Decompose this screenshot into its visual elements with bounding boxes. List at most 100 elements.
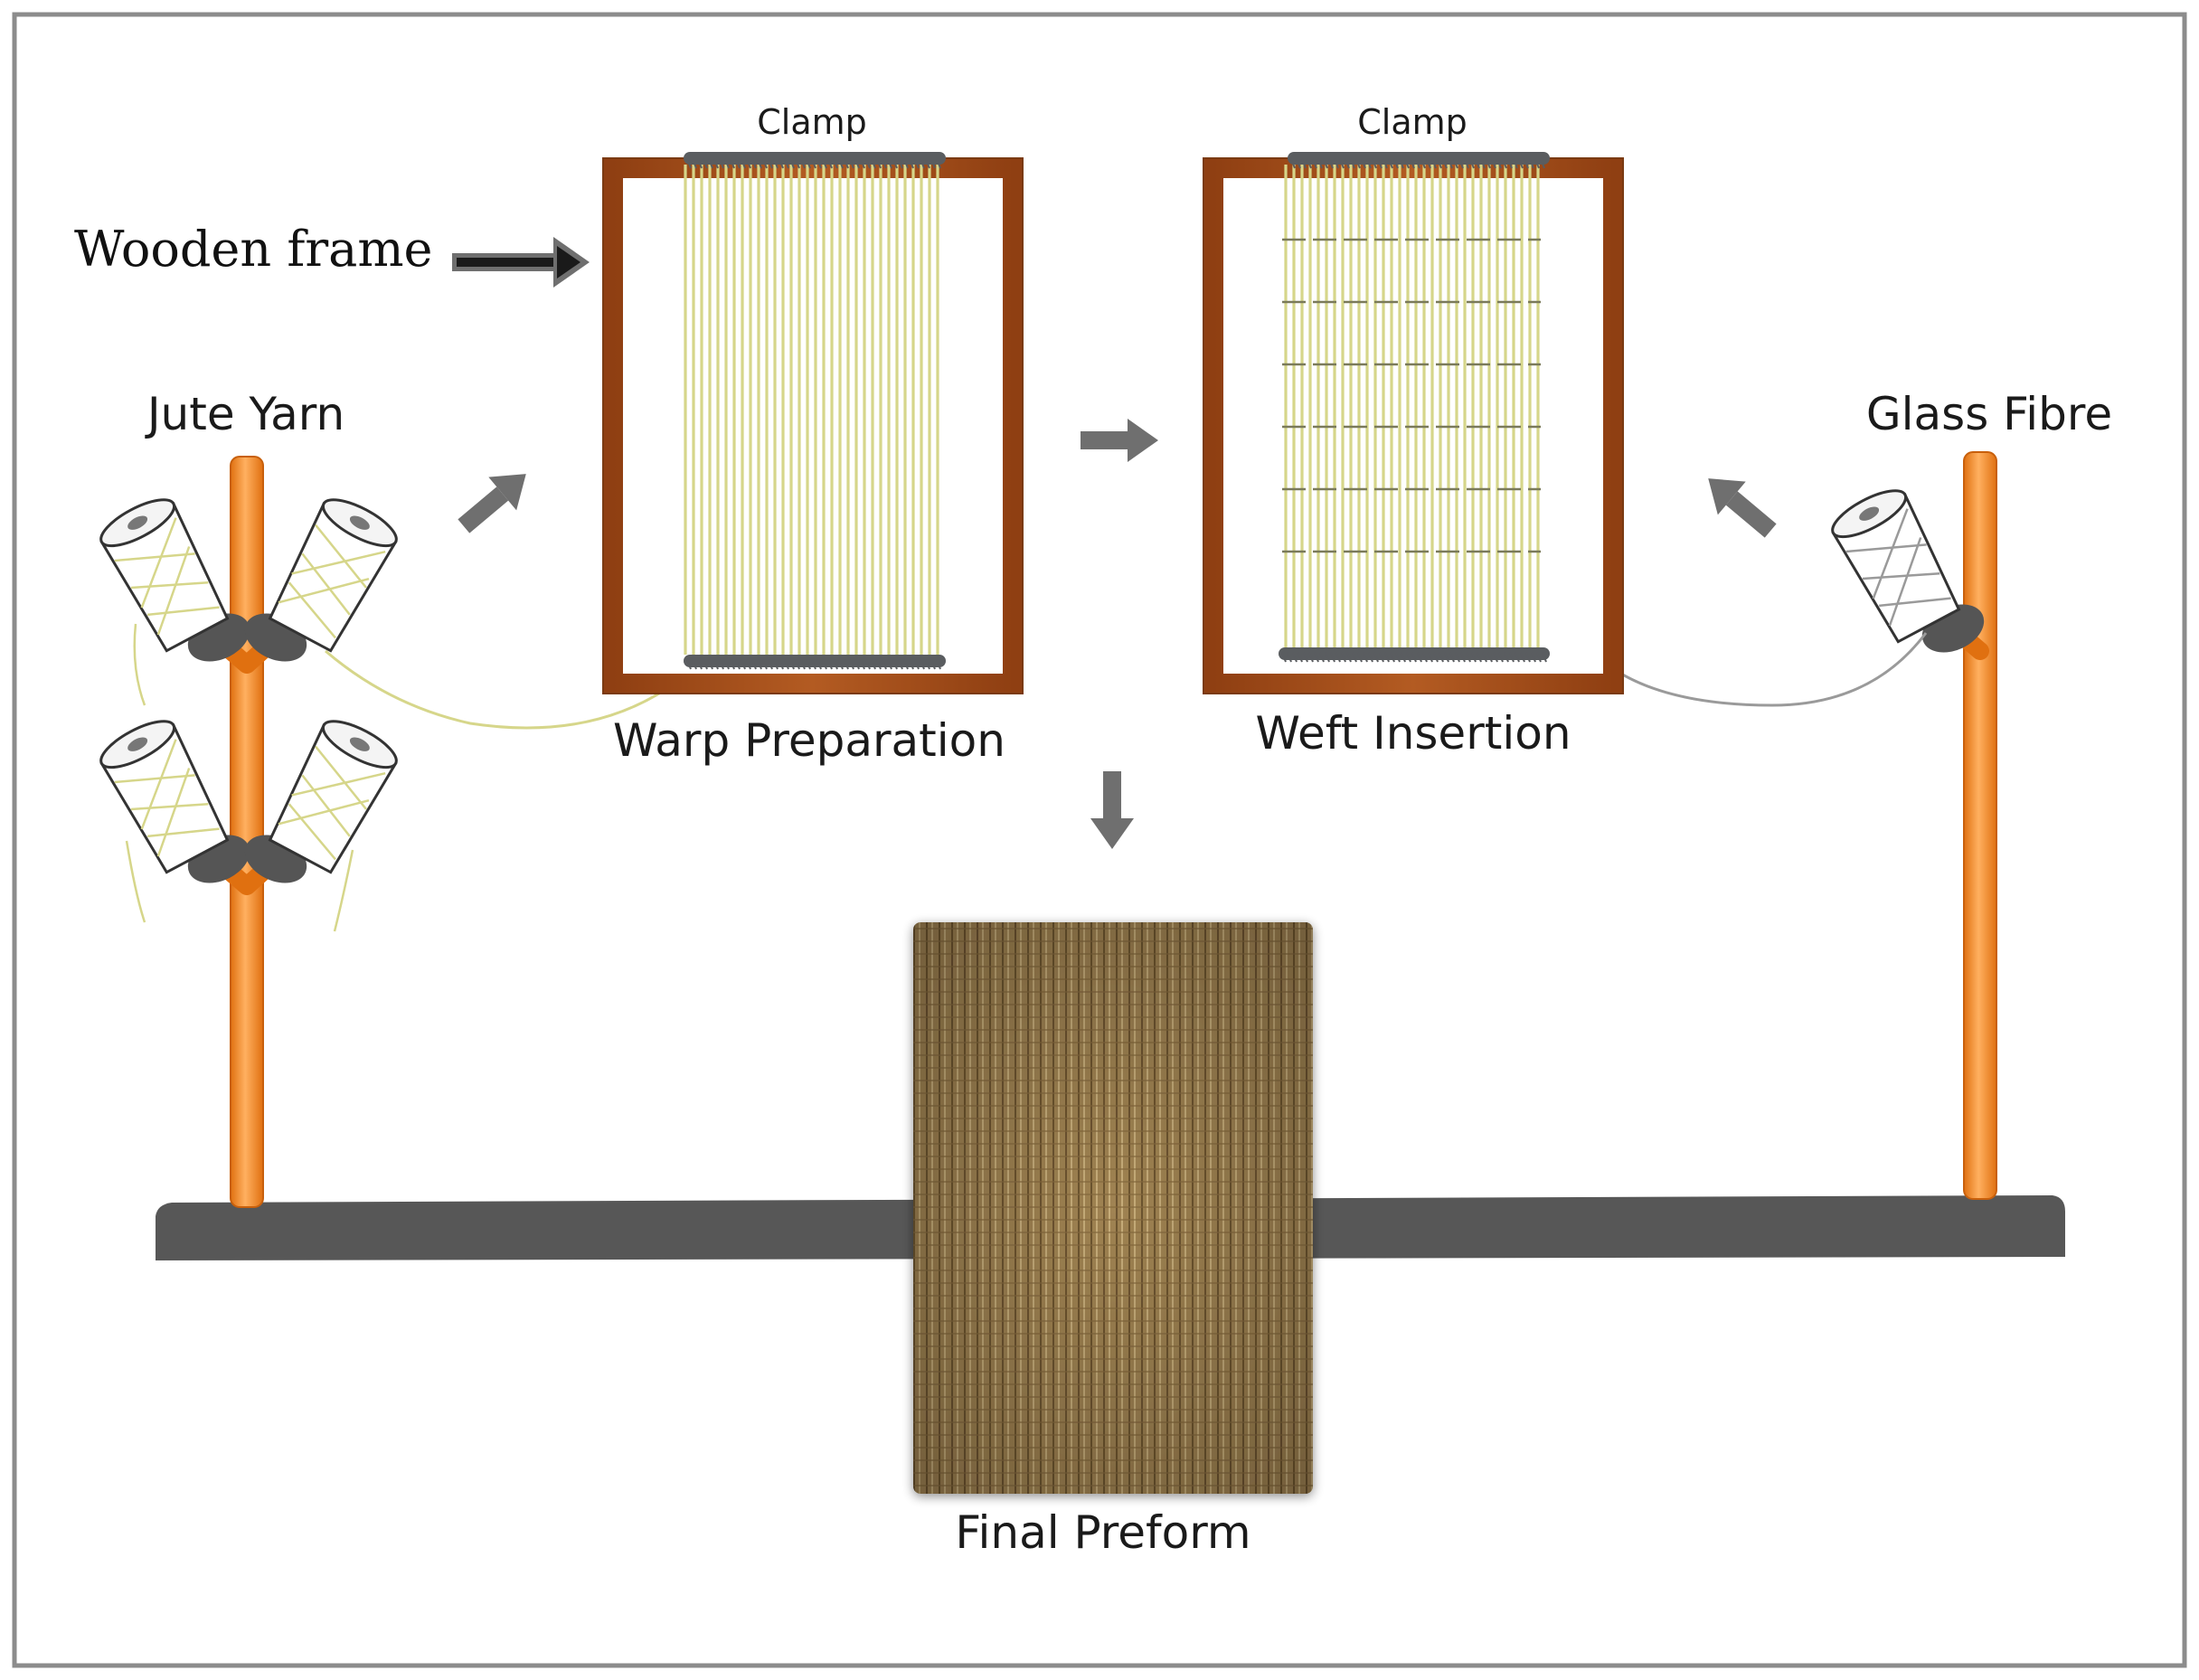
jute-yarn-stand: [99, 456, 670, 1208]
clamp-tooth: [1466, 652, 1471, 663]
clamp-tooth: [816, 659, 822, 670]
clamp-tooth: [773, 659, 779, 670]
warp-bottom-clamp: [684, 655, 946, 670]
clamp-tooth: [1345, 158, 1350, 169]
wooden-frame-label: Wooden frame: [74, 221, 432, 278]
clamp-tooth: [1357, 652, 1363, 663]
clamp-tooth: [1372, 158, 1377, 169]
clamp-tooth: [1312, 158, 1317, 169]
clamp-tooth: [887, 659, 892, 670]
clamp-tooth: [779, 158, 784, 169]
clamp-tooth: [757, 659, 762, 670]
jute-stand-pole: [230, 456, 264, 1208]
weft-insert-lines: [1282, 238, 1541, 553]
clamp-tooth: [1491, 158, 1496, 169]
clamp-tooth: [914, 659, 920, 670]
warp-threads: [684, 165, 939, 655]
clamp-tooth: [735, 659, 741, 670]
clamp-tooth: [827, 659, 833, 670]
arrow-down-to-preform: [1090, 771, 1134, 849]
clamp-tooth: [686, 158, 692, 169]
clamp-tooth: [930, 659, 936, 670]
jute-spool-top-right: [268, 498, 398, 653]
clamp-tooth: [806, 659, 811, 670]
clamp-tooth: [1437, 158, 1442, 169]
clamp-tooth: [708, 659, 713, 670]
clamp-tooth: [1377, 158, 1383, 169]
warp-preparation-label: Warp Preparation: [613, 714, 1005, 767]
clamp-tooth: [1417, 652, 1422, 663]
clamp-tooth: [1346, 652, 1352, 663]
clamp-tooth: [854, 158, 860, 169]
clamp-tooth: [909, 659, 914, 670]
clamp-tooth: [838, 158, 844, 169]
clamp-tooth: [773, 158, 779, 169]
clamp-tooth: [1355, 158, 1361, 169]
clamp-tooth: [703, 158, 708, 169]
clamp-tooth: [1379, 652, 1384, 663]
clamp-tooth: [1540, 158, 1545, 169]
clamp-tooth: [1298, 652, 1303, 663]
clamp-tooth: [1401, 652, 1406, 663]
clamp-tooth: [925, 659, 930, 670]
clamp-tooth: [1471, 652, 1477, 663]
clamp-tooth: [1411, 652, 1417, 663]
clamp-tooth: [1383, 158, 1388, 169]
clamp-tooth: [1518, 158, 1524, 169]
clamp-tooth: [1442, 158, 1448, 169]
clamp-tooth: [876, 158, 882, 169]
clamp-tooth: [746, 158, 751, 169]
clamp-tooth: [1363, 652, 1368, 663]
clamp-tooth: [762, 158, 768, 169]
clamp-tooth: [865, 659, 871, 670]
clamp-tooth: [1404, 158, 1410, 169]
clamp-tooth: [713, 158, 719, 169]
clamp-tooth: [844, 659, 849, 670]
clamp-tooth: [1390, 652, 1395, 663]
jute-yarn-thread: [325, 649, 670, 730]
clamp-tooth: [795, 158, 800, 169]
clamp-tooth: [1469, 158, 1475, 169]
glass-fibre-label: Glass Fibre: [1866, 388, 2112, 440]
clamp-tooth: [1536, 652, 1542, 663]
clamp-tooth: [1350, 158, 1355, 169]
warp-wooden-frame: [603, 158, 1023, 694]
clamp-tooth: [1529, 158, 1534, 169]
clamp-tooth: [1509, 652, 1515, 663]
clamp-tooth: [697, 158, 703, 169]
clamp-tooth: [1406, 652, 1411, 663]
warp-top-clamp: [684, 152, 946, 169]
clamp-tooth: [838, 659, 844, 670]
clamp-tooth: [1335, 652, 1341, 663]
clamp-tooth: [800, 659, 806, 670]
arrow-jute-to-warp: [458, 474, 526, 533]
clamp-tooth: [692, 659, 697, 670]
clamp-tooth: [1301, 158, 1307, 169]
clamp-tooth: [730, 659, 735, 670]
clamp-tooth: [686, 659, 692, 670]
clamp-tooth: [762, 659, 768, 670]
clamp-tooth: [1515, 652, 1520, 663]
clamp-tooth: [816, 158, 822, 169]
clamp-tooth: [1325, 652, 1330, 663]
clamp-tooth: [692, 158, 697, 169]
clamp-tooth: [898, 659, 903, 670]
jute-spool-bottom-right: [268, 720, 398, 874]
clamp-tooth: [811, 158, 816, 169]
warp-frame: [602, 152, 1024, 694]
clamp-tooth: [1477, 652, 1482, 663]
clamp-tooth: [1542, 652, 1547, 663]
clamp-tooth: [1420, 158, 1426, 169]
clamp-tooth: [822, 158, 827, 169]
clamp-tooth: [1531, 652, 1536, 663]
clamp-tooth: [1433, 652, 1439, 663]
clamp-tooth: [719, 158, 724, 169]
clamp-tooth: [713, 659, 719, 670]
clamp-tooth: [1534, 158, 1540, 169]
glass-stand-pole: [1963, 451, 1997, 1200]
glass-fibre-spool: [1831, 489, 1961, 644]
clamp-tooth: [735, 158, 741, 169]
clamp-tooth: [1455, 652, 1460, 663]
clamp-tooth: [849, 659, 854, 670]
clamp-tooth: [811, 659, 816, 670]
